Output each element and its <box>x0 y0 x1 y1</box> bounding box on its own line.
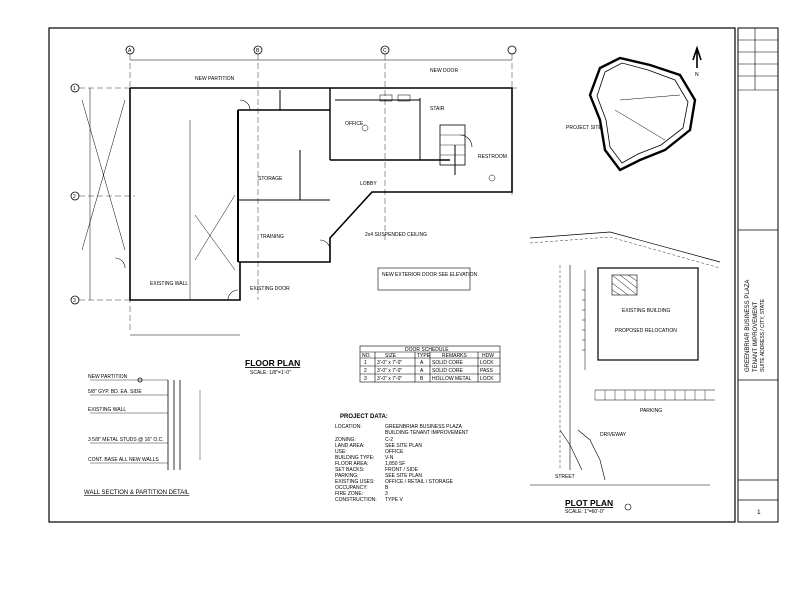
floor-plan-title: FLOOR PLAN <box>245 358 300 368</box>
plot-note: STREET <box>555 474 575 480</box>
schedule-header: SIZE <box>385 353 397 359</box>
plan-note: 2x4 SUSPENDED CEILING <box>365 232 427 238</box>
floor-plan-notes: NEW EXTERIOR DOOR SEE ELEVATION 2x4 SUSP… <box>150 68 477 292</box>
project-val: BUILDING TENANT IMPROVEMENT <box>385 430 468 436</box>
plan-note: NEW DOOR <box>430 68 458 74</box>
door-schedule: DOOR SCHEDULE NO. SIZE TYPE REMARKS HDW … <box>359 345 501 383</box>
project-val: C-2 <box>385 437 393 443</box>
project-key: BUILDING TYPE: <box>335 455 374 461</box>
project-key: FIRE ZONE: <box>335 491 363 497</box>
project-key: LAND AREA: <box>335 443 364 449</box>
title-line-3: SUITE ADDRESS / CITY, STATE <box>760 298 766 372</box>
schedule-cell: A <box>420 368 424 374</box>
project-val: V-N <box>385 455 394 461</box>
wall-legend-title: WALL SECTION & PARTITION DETAIL <box>84 490 190 496</box>
project-val: OFFICE <box>385 449 404 455</box>
project-key: EXISTING USES: <box>335 479 375 485</box>
plot-note: PARKING <box>640 408 662 414</box>
plot-proposed-label: PROPOSED RELOCATION <box>615 328 677 334</box>
legend-line: CONT. BASE ALL NEW WALLS <box>88 457 159 463</box>
project-key: ZONING: <box>335 437 356 443</box>
project-key: CONSTRUCTION: <box>335 497 377 503</box>
grid-number: 1 <box>73 86 76 92</box>
grid-letter: B <box>256 48 260 54</box>
schedule-cell: 2 <box>364 368 367 374</box>
schedule-cell: LOCK <box>480 376 494 382</box>
plot-note: DRIVEWAY <box>600 432 627 438</box>
room-label: RESTROOM <box>478 154 507 160</box>
schedule-cell: SOLID CORE <box>432 360 464 366</box>
sheet-number: 1 <box>757 509 761 516</box>
sheet-border <box>48 27 736 523</box>
project-val: SEE SITE PLAN <box>385 443 422 449</box>
schedule-header: TYPE <box>417 353 431 359</box>
title-block: GREENBRIAR BUSINESS PLAZA TENANT IMPROVE… <box>737 27 779 523</box>
schedule-header: HDW <box>482 353 494 359</box>
project-key: FLOOR AREA: <box>335 461 368 467</box>
plan-note: NEW PARTITION <box>195 76 235 82</box>
grid-number: 2 <box>73 194 76 200</box>
project-key: PARKING: <box>335 473 359 479</box>
plot-plan-title: PLOT PLAN <box>565 498 613 508</box>
schedule-cell: SOLID CORE <box>432 368 464 374</box>
title-line-1: GREENBRIAR BUSINESS PLAZA <box>745 280 751 372</box>
project-val: TYPE V <box>385 497 403 503</box>
grid-letter: A <box>128 48 132 54</box>
schedule-header: REMARKS <box>442 353 467 359</box>
north-arrow-label: N <box>695 72 699 78</box>
grid-bubble <box>507 45 517 55</box>
title-line-2: TENANT IMPROVEMENT <box>753 301 759 372</box>
project-val: 3 <box>385 491 388 497</box>
legend-line: EXISTING WALL <box>88 407 126 413</box>
plan-note: NEW EXTERIOR DOOR SEE ELEVATION <box>382 272 477 278</box>
plot-building-label: EXISTING BUILDING <box>622 308 670 314</box>
plan-note: EXISTING WALL <box>150 281 188 287</box>
schedule-cell: 3'-0" x 7'-0" <box>377 368 402 374</box>
schedule-cell: PASS <box>480 368 494 374</box>
wall-legend: NEW PARTITION 5/8" GYP. BD. EA. SIDE EXI… <box>84 374 201 496</box>
schedule-cell: 3 <box>364 376 367 382</box>
grid-number: 3 <box>73 298 76 304</box>
grid-labels: A B C 1 2 3 <box>73 48 387 304</box>
room-label: STORAGE <box>258 176 283 182</box>
project-val: SEE SITE PLAN <box>385 473 422 479</box>
floor-plan-scale: SCALE: 1/8"=1'-0" <box>250 370 291 376</box>
schedule-cell: A <box>420 360 424 366</box>
legend-line: 5/8" GYP. BD. EA. SIDE <box>88 389 142 395</box>
project-val: GREENBRIAR BUSINESS PLAZA <box>385 424 463 430</box>
room-labels: OFFICE STORAGE TRAINING LOBBY STAIR REST… <box>258 106 507 240</box>
legend-line: 3 5/8" METAL STUDS @ 16" O.C. <box>88 437 164 443</box>
plot-plan-scale: SCALE: 1"=60'-0" <box>565 509 605 515</box>
project-data: PROJECT DATA: LOCATION: GREENBRIAR BUSIN… <box>335 414 468 503</box>
project-key: OCCUPANCY: <box>335 485 368 491</box>
project-val: B <box>385 485 389 491</box>
project-key: SET BACKS: <box>335 467 364 473</box>
room-label: OFFICE <box>345 121 364 127</box>
project-val: 1,850 SF <box>385 461 405 467</box>
schedule-cell: 3'-0" x 7'-0" <box>377 376 402 382</box>
plan-note: EXISTING DOOR <box>250 286 290 292</box>
schedule-cell: 3'-0" x 7'-0" <box>377 360 402 366</box>
schedule-header: NO. <box>362 353 371 359</box>
project-key: USE: <box>335 449 347 455</box>
legend-line: NEW PARTITION <box>88 374 128 380</box>
project-key: LOCATION: <box>335 424 362 430</box>
vicinity-map <box>588 45 702 172</box>
room-label: TRAINING <box>260 234 284 240</box>
schedule-cell: B <box>420 376 424 382</box>
project-val: FRONT / SIDE <box>385 467 419 473</box>
schedule-cell: LOCK <box>480 360 494 366</box>
schedule-cell: HOLLOW METAL <box>432 376 472 382</box>
room-label: LOBBY <box>360 181 377 187</box>
schedule-title: DOOR SCHEDULE <box>405 347 449 353</box>
project-data-title: PROJECT DATA: <box>340 414 388 420</box>
room-label: STAIR <box>430 106 445 112</box>
project-site-label: PROJECT SITE <box>566 125 602 131</box>
floor-plan <box>70 45 520 336</box>
schedule-cell: 1 <box>364 360 367 366</box>
project-val: OFFICE / RETAIL / STORAGE <box>385 479 454 485</box>
plot-plan <box>529 231 721 511</box>
grid-letter: C <box>383 48 387 54</box>
